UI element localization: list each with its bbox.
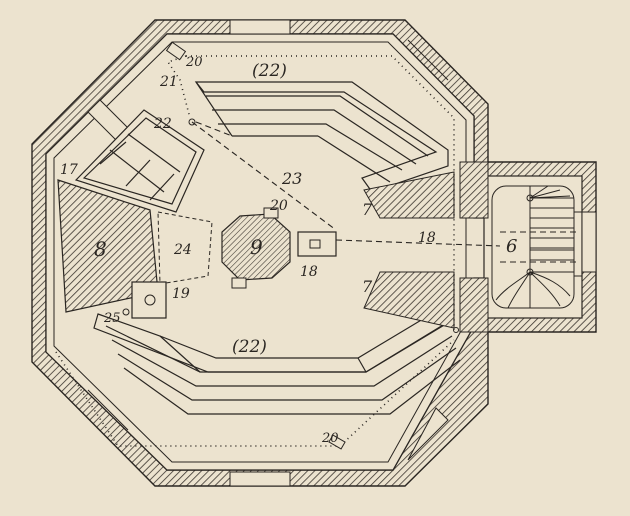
box-18-inner [309, 239, 321, 249]
label-21: 21 [159, 74, 178, 90]
label-20-top: 20 [185, 55, 203, 70]
label-19: 19 [172, 286, 190, 302]
fixture-19-basin [144, 294, 156, 306]
fixture-25-dot [122, 308, 130, 316]
annex-window [581, 211, 597, 273]
label-20-table: 20 [269, 198, 288, 214]
central-table-9 [221, 213, 291, 281]
label-9: 9 [250, 235, 263, 259]
fixture-19 [131, 281, 167, 319]
central-table-lug-bottom [231, 277, 247, 289]
dashed-line-upper-branch [195, 121, 233, 137]
dashed-line-18 [335, 231, 580, 263]
cabinet-22 [74, 109, 205, 213]
label-22-top: (22) [252, 61, 287, 81]
marker-circle-right [453, 327, 459, 333]
label-6: 6 [506, 236, 517, 257]
dashed-line-23 [191, 121, 337, 231]
label-24: 24 [173, 242, 192, 258]
item-20-top [165, 41, 187, 61]
annex-wall-lower [459, 277, 489, 333]
area-24 [157, 211, 213, 285]
dotted-perimeter [55, 55, 455, 447]
staircase [491, 185, 583, 309]
label-17: 17 [60, 162, 78, 178]
central-table-lug-top [263, 207, 279, 219]
label-22-cabinet: 22 [153, 116, 172, 132]
inner-wall-line [53, 41, 467, 463]
marker-circle-upper [188, 118, 196, 126]
label-22-bottom: (22) [232, 337, 267, 357]
label-7-upper: 7 [362, 200, 373, 219]
label-25: 25 [103, 311, 121, 326]
annex-wall-upper [459, 161, 489, 219]
label-7-lower: 7 [362, 277, 373, 296]
label-8: 8 [94, 237, 107, 261]
upper-benches [194, 81, 449, 193]
label-23: 23 [281, 169, 302, 188]
label-18-box: 18 [300, 264, 318, 280]
label-20-bottom: 20 [321, 431, 339, 446]
pier-7-upper [363, 171, 455, 219]
item-20-bottom [328, 434, 346, 450]
label-18-line: 18 [418, 230, 436, 246]
